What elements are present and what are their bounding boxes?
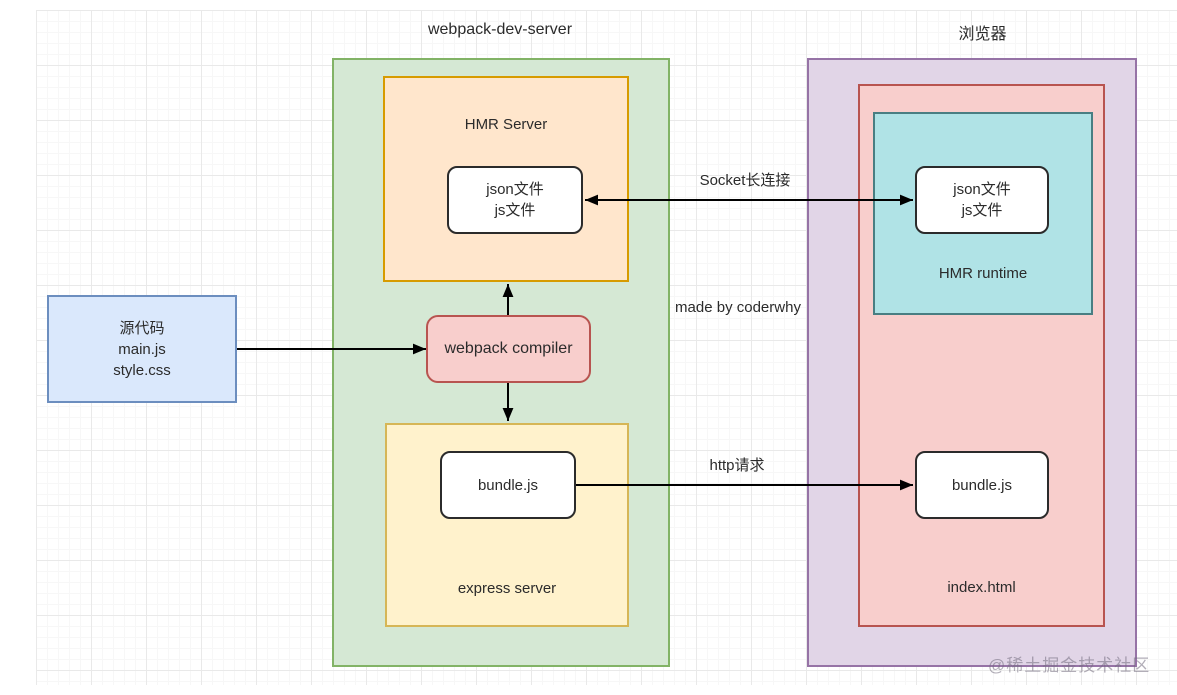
node-hmr-runtime: HMR runtime [873, 112, 1093, 315]
title-browser: 浏览器 [958, 26, 1007, 43]
node-source-code: 源代码 main.js style.css [47, 295, 237, 403]
source-line1: 源代码 [119, 319, 165, 337]
server-bundle-label: bundle.js [477, 476, 539, 494]
source-line3: style.css [113, 361, 171, 379]
file-box-server-bundle: bundle.js [440, 451, 576, 519]
file-box-browser-bundle: bundle.js [915, 451, 1049, 519]
file-box-server-json: json文件 js文件 [447, 166, 583, 234]
node-webpack-compiler: webpack compiler [426, 315, 591, 383]
source-line2: main.js [118, 340, 166, 358]
server-json-line2: js文件 [494, 202, 536, 219]
socket-edge-label: Socket长连接 [699, 172, 791, 189]
runtime-json-line1: json文件 [953, 181, 1011, 198]
webpack-compiler-label: webpack compiler [444, 340, 573, 357]
hmr-runtime-label: HMR runtime [938, 265, 1028, 282]
watermark-text: @稀土掘金技术社区 [988, 656, 1151, 675]
title-webpack-dev-server: webpack-dev-server [427, 21, 573, 38]
express-server-label: express server [457, 580, 557, 597]
http-edge-label: http请求 [709, 457, 765, 474]
index-html-label: index.html [947, 579, 1016, 596]
runtime-json-line2: js文件 [961, 202, 1003, 219]
browser-bundle-label: bundle.js [951, 476, 1013, 494]
server-json-line1: json文件 [486, 181, 544, 198]
file-box-runtime-json: json文件 js文件 [915, 166, 1049, 234]
hmr-server-label: HMR Server [464, 116, 548, 133]
credit-text: made by coderwhy [675, 299, 801, 316]
